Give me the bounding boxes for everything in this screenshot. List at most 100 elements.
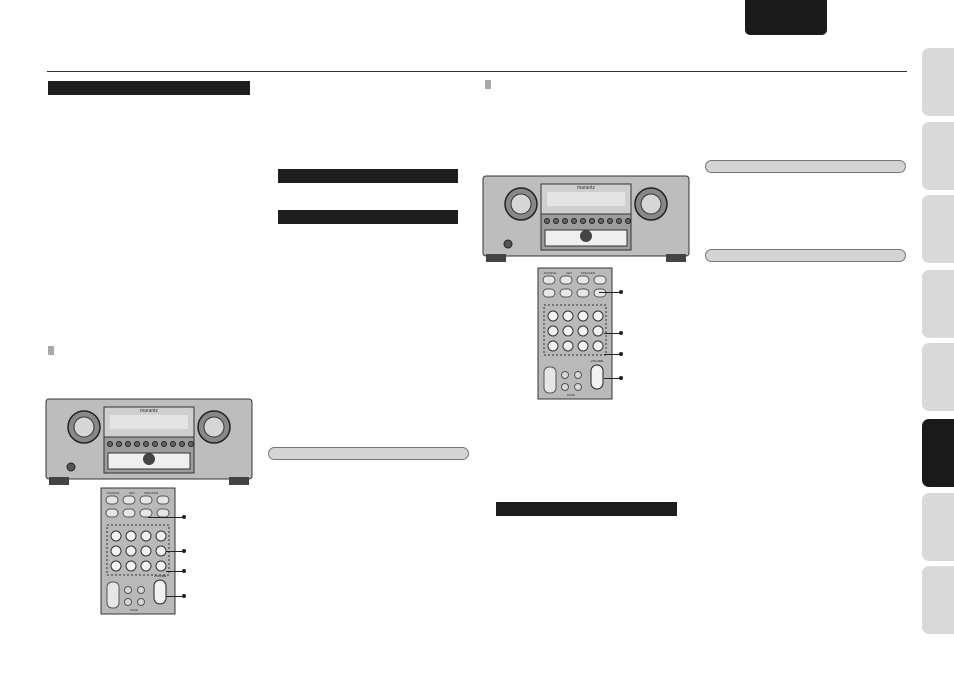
remote-button xyxy=(122,508,136,518)
panel-button xyxy=(625,218,631,224)
note-heading-pill xyxy=(705,249,906,262)
number-button xyxy=(155,545,167,557)
subsection-marker xyxy=(485,80,491,89)
remote-button xyxy=(139,495,153,505)
power-button xyxy=(66,462,76,472)
number-button xyxy=(547,340,559,352)
page-label: PAGE xyxy=(567,393,575,397)
page-rocker xyxy=(543,366,557,394)
remote-label: SET xyxy=(566,271,572,275)
remote-button xyxy=(137,586,145,594)
panel-button xyxy=(598,218,604,224)
section-heading-bar xyxy=(48,81,250,95)
volume-label: VOLUME xyxy=(591,359,604,363)
panel-button xyxy=(179,441,185,447)
remote-label: SPEAKER xyxy=(581,271,596,275)
chapter-tab[interactable] xyxy=(922,122,954,190)
panel-button xyxy=(607,218,613,224)
remote-button xyxy=(105,495,119,505)
number-button xyxy=(140,545,152,557)
number-button xyxy=(592,310,604,322)
remote-button xyxy=(576,288,590,298)
remote-button xyxy=(559,275,573,285)
right-knob-cap xyxy=(640,193,662,215)
remote-label: SOURCE xyxy=(107,491,120,495)
callout-line xyxy=(604,331,623,335)
number-button xyxy=(577,325,589,337)
number-button xyxy=(562,325,574,337)
chapter-tab[interactable] xyxy=(922,566,954,634)
chapter-tab[interactable] xyxy=(922,493,954,561)
remote-button xyxy=(124,598,132,606)
number-button xyxy=(577,310,589,322)
chapter-tab[interactable] xyxy=(922,48,954,116)
note-heading-pill xyxy=(705,160,906,173)
chapter-tab[interactable] xyxy=(922,270,954,338)
chapter-tab[interactable] xyxy=(922,343,954,411)
number-button xyxy=(155,560,167,572)
number-button xyxy=(140,560,152,572)
number-button xyxy=(110,560,122,572)
number-button xyxy=(592,325,604,337)
panel-button xyxy=(616,218,622,224)
power-button xyxy=(503,239,513,249)
panel-foot xyxy=(229,477,249,485)
panel-button xyxy=(143,441,149,447)
section-heading-bar xyxy=(278,169,458,183)
remote-button xyxy=(105,508,119,518)
remote-label: SOURCE xyxy=(544,271,557,275)
callout-line xyxy=(166,594,186,598)
panel-foot xyxy=(666,254,686,262)
note-heading-pill xyxy=(268,447,469,460)
remote-button xyxy=(576,275,590,285)
panel-button xyxy=(553,218,559,224)
remote-button xyxy=(593,288,607,298)
header-black-tab xyxy=(745,0,827,35)
remote-button xyxy=(156,495,170,505)
number-button xyxy=(562,310,574,322)
left-knob-cap xyxy=(510,193,532,215)
callout-line xyxy=(166,569,186,573)
page-label: PAGE xyxy=(130,608,138,612)
brand-logo: marantz xyxy=(577,185,596,191)
panel-button xyxy=(544,218,550,224)
number-button xyxy=(110,530,122,542)
panel-button xyxy=(107,441,113,447)
panel-button xyxy=(152,441,158,447)
number-button xyxy=(125,530,137,542)
volume-rocker xyxy=(590,364,604,390)
remote-button xyxy=(574,383,582,391)
display-screen xyxy=(110,415,188,429)
panel-button xyxy=(134,441,140,447)
panel-foot xyxy=(486,254,506,262)
remote-button xyxy=(561,371,569,379)
number-button xyxy=(547,325,559,337)
section-heading-bar xyxy=(278,210,458,224)
remote-button xyxy=(542,275,556,285)
remote-control-illustration: SOURCE SET SPEAKER VOLUME PAGE xyxy=(537,267,613,400)
volume-label: VOLUME xyxy=(154,574,167,578)
panel-button xyxy=(580,218,586,224)
receiver-front-panel-illustration: marantz xyxy=(482,175,690,262)
header-divider xyxy=(47,71,907,72)
callout-line xyxy=(148,515,186,519)
number-button xyxy=(110,545,122,557)
panel-button xyxy=(562,218,568,224)
panel-foot xyxy=(49,477,69,485)
chapter-tab[interactable] xyxy=(922,195,954,263)
center-jack xyxy=(143,453,155,465)
panel-button xyxy=(116,441,122,447)
section-heading-bar xyxy=(496,502,677,516)
receiver-front-panel-illustration: marantz xyxy=(45,398,253,485)
chapter-tab[interactable] xyxy=(922,419,954,487)
remote-button xyxy=(574,371,582,379)
remote-button xyxy=(559,288,573,298)
panel-button xyxy=(589,218,595,224)
remote-button xyxy=(137,598,145,606)
right-knob-cap xyxy=(203,416,225,438)
remote-button xyxy=(124,586,132,594)
number-button xyxy=(155,530,167,542)
number-button xyxy=(125,545,137,557)
panel-button xyxy=(571,218,577,224)
